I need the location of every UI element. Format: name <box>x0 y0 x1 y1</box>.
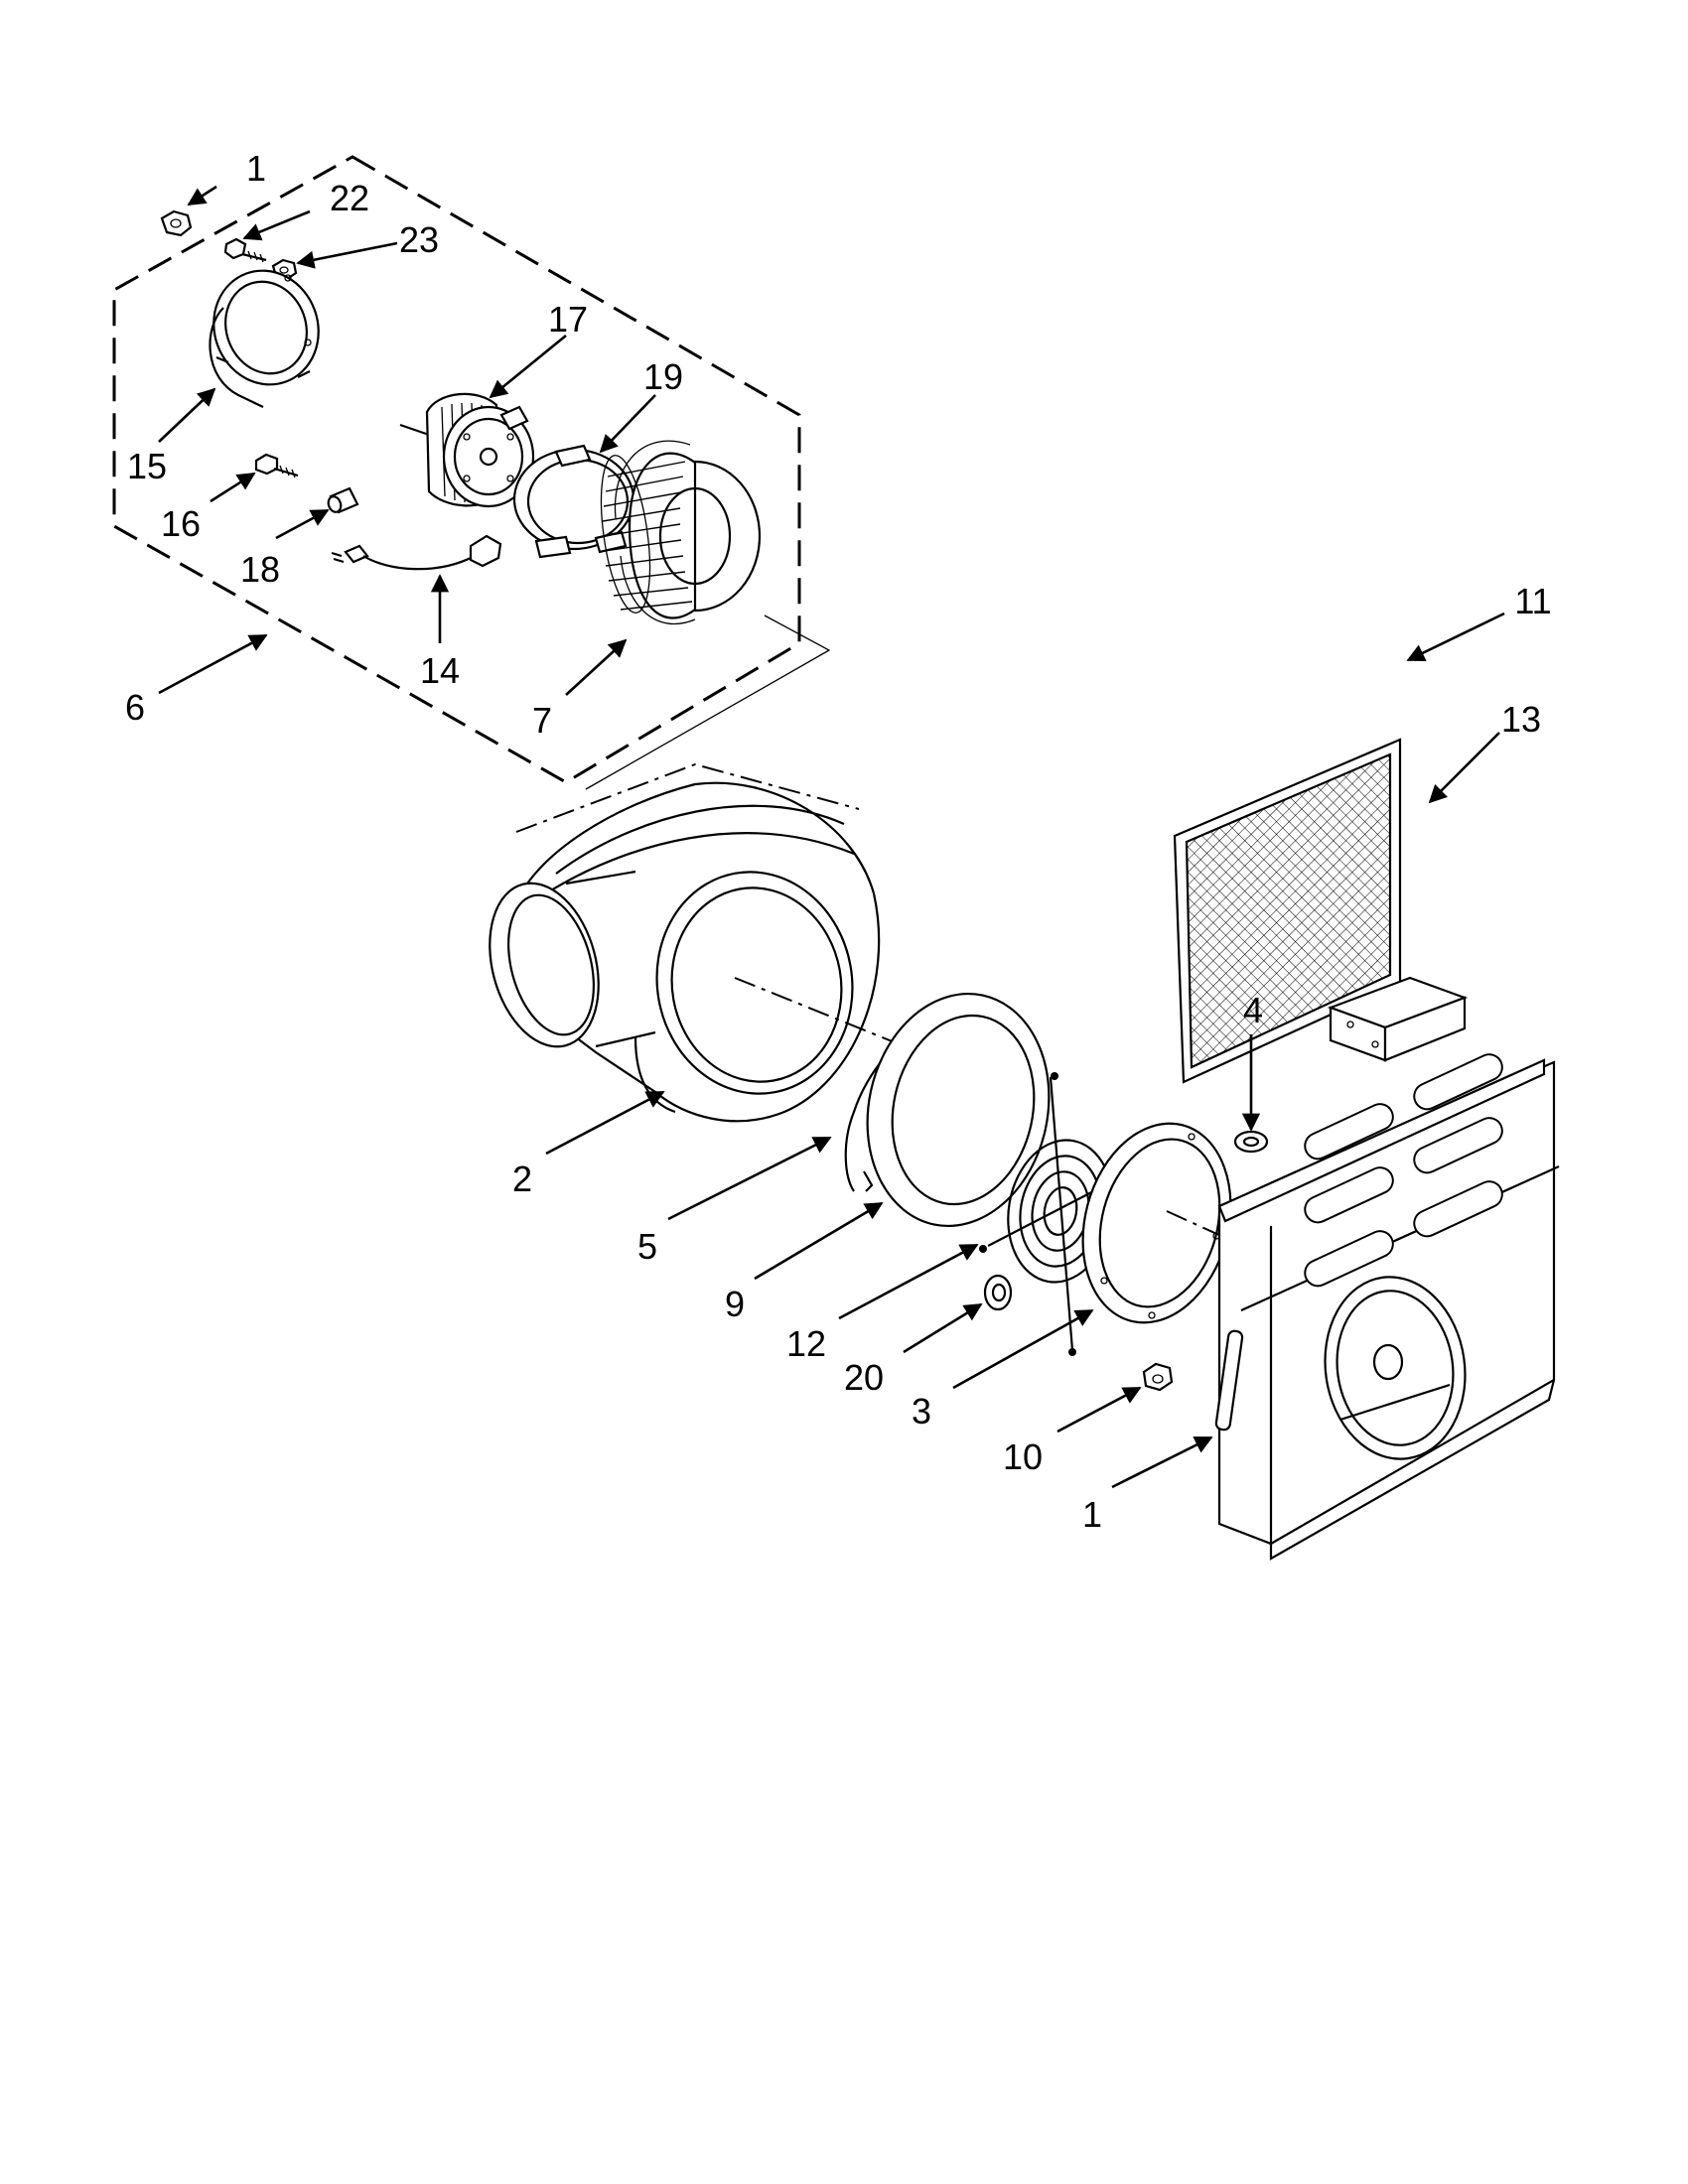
callout-6: 6 <box>125 687 145 728</box>
part-20-washer[interactable] <box>983 1274 1013 1311</box>
callout-11: 11 <box>1514 581 1551 621</box>
part-8-nut[interactable] <box>160 209 193 237</box>
part-2-blower-housing[interactable] <box>473 762 994 1123</box>
callout-22: 22 <box>330 178 369 218</box>
callout-17: 17 <box>548 299 588 340</box>
part-14-cord[interactable] <box>331 534 502 571</box>
callout-20: 20 <box>844 1357 884 1398</box>
part-17-motor[interactable] <box>399 392 535 508</box>
callout-12: 12 <box>786 1323 826 1364</box>
part-15-collar[interactable] <box>198 256 334 408</box>
callout-4: 4 <box>1243 990 1263 1030</box>
callout-15: 15 <box>127 446 167 486</box>
callout-7: 7 <box>532 700 552 741</box>
part-18-bushing[interactable] <box>327 486 359 514</box>
part-1-enclosure[interactable] <box>1214 1050 1560 1561</box>
part-13-cover-box[interactable] <box>1327 976 1469 1062</box>
callout-2: 2 <box>512 1159 532 1199</box>
callout-9: 9 <box>725 1284 745 1324</box>
callout-8: 1 <box>246 148 266 189</box>
callout-10: 10 <box>1003 1436 1043 1477</box>
subassembly-boundary <box>112 155 831 790</box>
callout-19: 19 <box>643 356 683 397</box>
part-4-nut[interactable] <box>1233 1130 1269 1154</box>
part-9-gasket[interactable] <box>846 977 1069 1243</box>
part-16-bolt[interactable] <box>254 453 299 478</box>
part-22-screw[interactable] <box>223 237 267 263</box>
callout-1: 1 <box>1082 1494 1102 1535</box>
part-7-blower-wheel[interactable] <box>593 440 762 625</box>
callout-13: 13 <box>1501 699 1541 740</box>
callout-14: 14 <box>420 650 460 691</box>
callout-23: 23 <box>399 219 439 260</box>
callout-labels: 1 22 23 15 16 18 14 6 17 19 7 11 13 4 2 … <box>125 148 1552 1535</box>
part-3-mounting-ring[interactable] <box>1061 1107 1252 1339</box>
callout-18: 18 <box>240 549 280 590</box>
leader-lines <box>158 185 1505 1489</box>
part-10-nut[interactable] <box>1142 1362 1174 1392</box>
callout-16: 16 <box>161 503 201 544</box>
callout-5: 5 <box>637 1226 657 1267</box>
callout-3: 3 <box>912 1391 931 1432</box>
